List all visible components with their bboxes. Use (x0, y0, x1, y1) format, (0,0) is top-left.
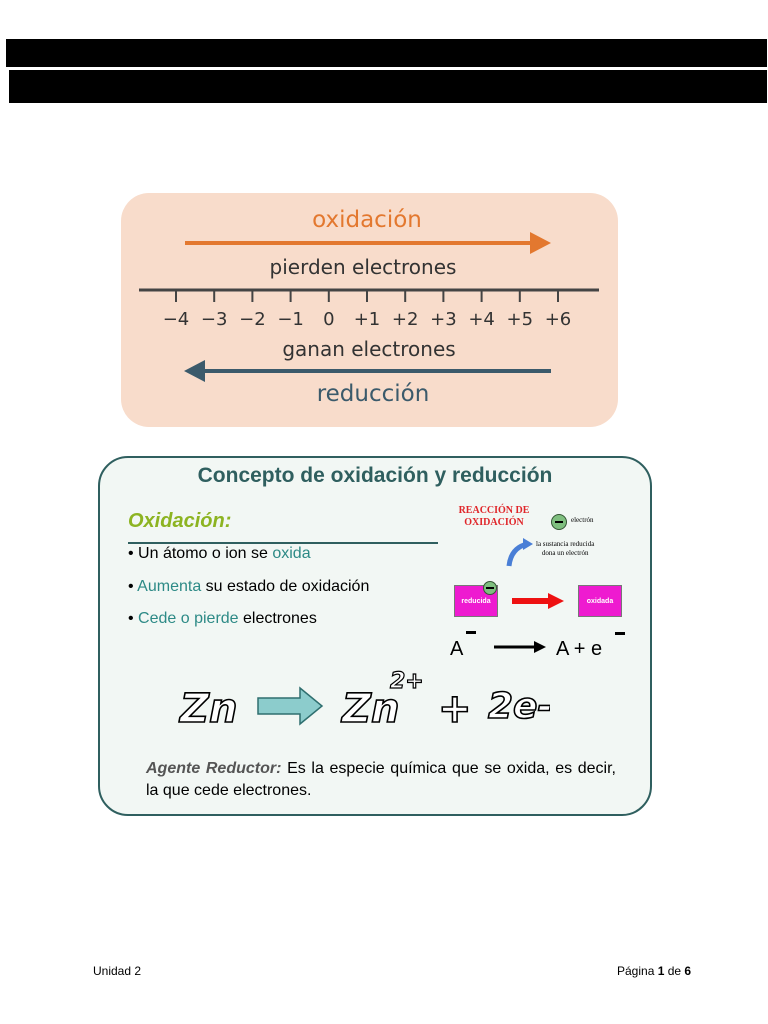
bullet-oxidizes: • Un átomo o ion se oxida (128, 545, 311, 563)
reduction-arrowhead (184, 360, 205, 382)
donor-note: la sustancia reducida dona un electrón (536, 540, 594, 558)
zn-product: Zn (340, 686, 399, 732)
eq-left: A (450, 638, 464, 660)
oxidation-label: oxidación (312, 207, 422, 233)
footer-page-number: Página 1 de 6 (617, 964, 691, 978)
gain-electrons-label: ganan electrones (282, 337, 455, 361)
plus-sign: + (438, 686, 472, 732)
reduction-label: reducción (317, 381, 430, 407)
reaction-arrow-icon (257, 686, 324, 726)
number-line-diagram: oxidación pierden electrones −4 −3 −2 −1 0 +1… (139, 207, 599, 407)
donor-note-line: dona un electrón (541, 549, 589, 557)
concept-title: Concepto de oxidación y reducción (197, 464, 553, 487)
tick-group: −4 −3 −2 −1 0 +1 +2 +3 +4 +5 +6 (163, 290, 572, 330)
page-prefix: Página (617, 964, 658, 978)
bullet-text: electrones (238, 610, 317, 627)
eq-right-minus (615, 632, 625, 635)
bullet-highlight: oxida (272, 545, 311, 562)
heading-rule (128, 542, 438, 544)
bullet-text: • (128, 610, 139, 627)
tick-label: +4 (468, 309, 495, 330)
zn-charge: 2+ (390, 669, 424, 694)
tick-label: −3 (201, 309, 228, 330)
page-total: 6 (684, 964, 692, 978)
tick-label: +6 (545, 309, 572, 330)
footer-unit: Unidad 2 (93, 964, 142, 978)
donor-note-line: la sustancia reducida (536, 540, 595, 548)
tick-label: −1 (277, 309, 304, 330)
electron-legend: electrón (571, 516, 594, 524)
tick-label: −4 (163, 309, 190, 330)
agent-label: Agente Reductor: (146, 760, 282, 777)
tick-label: +3 (430, 309, 457, 330)
agent-text: Es la especie química que se oxida, es d… (146, 760, 616, 799)
oxidation-arrowhead (530, 232, 551, 254)
oxidation-heading: Oxidación: (128, 510, 232, 532)
electron-icon (551, 514, 567, 530)
bullet-text: • (128, 578, 138, 595)
bullet-text: • Un átomo o ion se (128, 545, 273, 562)
bullet-highlight: Aumenta (137, 578, 202, 595)
zinc-equation: Zn Zn 2+ + 2e- (177, 668, 550, 732)
electron-icon (483, 581, 497, 595)
page-current: 1 (657, 964, 665, 978)
oxidized-box: oxidada (578, 585, 622, 617)
reducing-agent-definition: Agente Reductor: Es la especie química q… (146, 758, 616, 802)
lose-electrons-label: pierden electrones (270, 255, 457, 279)
tick-label: +2 (392, 309, 419, 330)
tick-label: −2 (239, 309, 266, 330)
tick-label: 0 (323, 309, 334, 330)
title-bar (9, 70, 767, 103)
concept-card: Concepto de oxidación y reducción Oxidac… (98, 456, 652, 816)
tick-label: +5 (507, 309, 534, 330)
bullet-loses: • Cede o pierde electrones (128, 610, 317, 628)
bullet-highlight: Cede o pierde (138, 610, 239, 627)
electrons-term: 2e- (488, 686, 550, 727)
tick-label: +1 (354, 309, 381, 330)
curved-arrow-icon (506, 538, 533, 567)
page-mid: de (664, 964, 685, 978)
bullet-text: su estado de oxidación (201, 578, 370, 595)
eq-arrow-icon (494, 641, 546, 653)
eq-right: A + e (556, 638, 603, 660)
red-arrow-icon (512, 593, 564, 609)
reaction-title: REACCIÓN DE OXIDACIÓN (458, 505, 530, 528)
eq-left-minus (466, 631, 476, 634)
number-line-card: oxidación pierden electrones −4 −3 −2 −1 0 +1… (121, 193, 618, 427)
zn-reactant: Zn (178, 686, 237, 732)
header-bar (6, 39, 767, 67)
bullet-increases: • Aumenta su estado de oxidación (128, 578, 369, 596)
